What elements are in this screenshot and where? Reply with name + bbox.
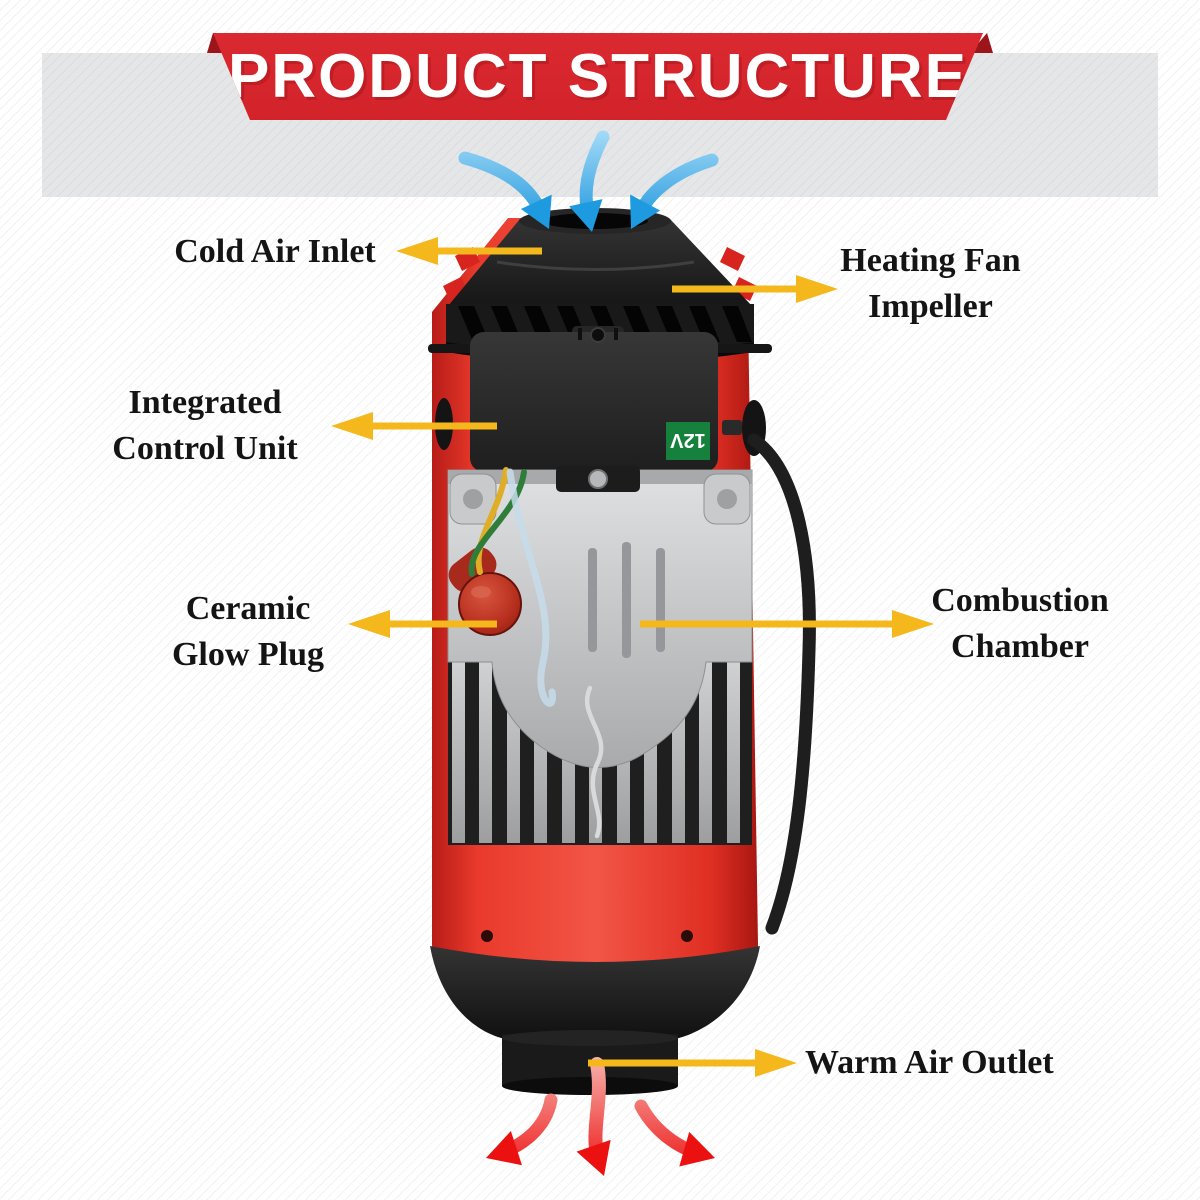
cold-air-flow-arrows xyxy=(458,130,719,232)
pointer-arrow-cold-air-inlet xyxy=(396,237,542,265)
label-cold-air-inlet: Cold Air Inlet xyxy=(160,229,390,275)
pointer-arrow-heating-fan-impeller xyxy=(672,275,838,303)
label-ceramic-glow-plug: Ceramic Glow Plug xyxy=(171,590,325,673)
pointer-arrow-warm-air-outlet xyxy=(588,1049,797,1077)
voltage-sticker-text: 12V xyxy=(670,429,706,451)
yellow-wire xyxy=(475,467,509,575)
pointer-arrows xyxy=(331,237,934,1077)
pointer-arrow-combustion-chamber xyxy=(640,610,934,638)
label-warm-air-outlet: Warm Air Outlet xyxy=(805,1040,1095,1086)
housing-screw-right xyxy=(681,930,693,942)
control-unit-box: 12V xyxy=(470,326,718,472)
label-cold-air-inlet-text: Cold Air Inlet xyxy=(174,233,376,270)
housing-screw-left xyxy=(481,930,493,942)
combustion-chamber-body xyxy=(447,466,753,839)
label-heating-fan-impeller: Heating Fan Impeller xyxy=(840,242,1021,325)
warm-air-flow-arrows xyxy=(486,1057,715,1176)
green-wire xyxy=(468,469,527,577)
pointer-arrow-ceramic-glow-plug xyxy=(348,610,497,638)
cable-connector xyxy=(722,420,742,435)
spring-wire xyxy=(584,685,604,839)
title-banner: PRODUCT STRUCTURE xyxy=(213,33,983,120)
fuel-tube xyxy=(506,468,556,707)
label-combustion-chamber: Combustion Chamber xyxy=(931,582,1109,665)
label-integrated-control-unit: Integrated Control Unit xyxy=(112,384,298,467)
voltage-sticker xyxy=(666,422,710,460)
power-cable xyxy=(747,433,816,935)
label-warm-air-outlet-text: Warm Air Outlet xyxy=(805,1044,1054,1081)
page-title: PRODUCT STRUCTURE xyxy=(227,42,969,111)
pointer-arrow-integrated-control-unit xyxy=(331,412,497,440)
heater-illustration: 12V xyxy=(428,208,816,1095)
